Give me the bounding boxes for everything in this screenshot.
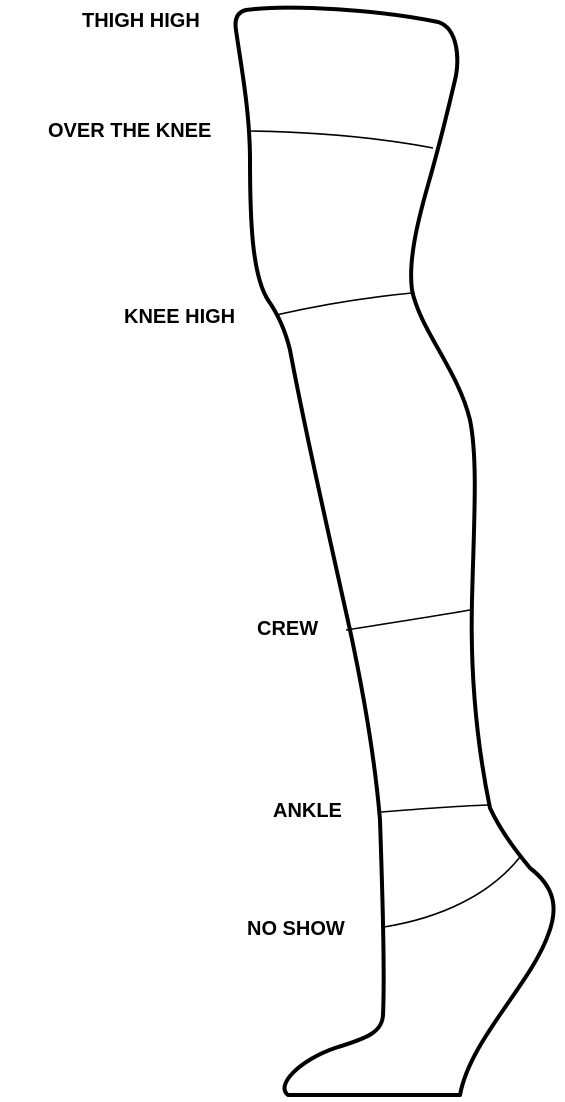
label-ankle: ANKLE [273,800,342,822]
leg-outline [233,5,556,1097]
ankle-line [380,804,490,813]
label-over-the-knee: OVER THE KNEE [48,120,212,142]
label-no-show: NO SHOW [247,918,345,940]
over-the-knee-line [246,130,434,149]
crew-line [345,609,471,631]
label-thigh-high: THIGH HIGH [82,10,200,32]
label-crew: CREW [257,618,319,640]
knee-high-line [275,292,413,316]
label-knee-high: KNEE HIGH [124,306,236,328]
no-show-line [383,856,521,928]
